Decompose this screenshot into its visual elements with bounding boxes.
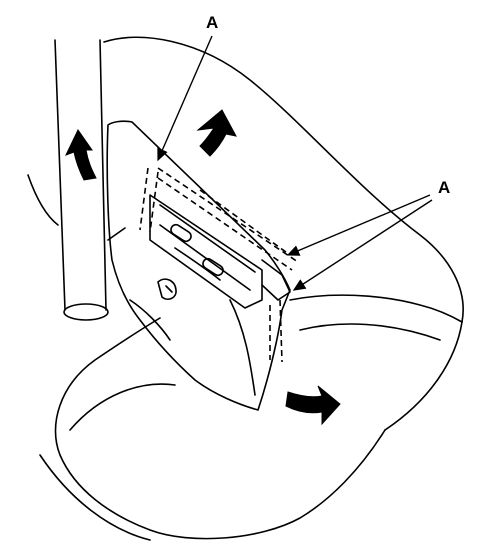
leader-right-a-1	[286, 194, 431, 256]
bracket-slot-2	[202, 257, 224, 277]
clip-outline-mid	[199, 189, 291, 256]
rotate-arrow-left-icon	[65, 129, 97, 181]
clip-outline-right	[269, 299, 283, 363]
panel-fold	[107, 227, 171, 341]
callout-label-right: A	[438, 178, 450, 197]
headrest-bracket	[159, 204, 256, 291]
pole-base	[63, 303, 109, 321]
clip-outline-top	[157, 167, 299, 271]
right-clip	[261, 259, 291, 301]
seat-back-outline	[103, 36, 464, 431]
seat-bolster-curve-2	[299, 323, 441, 341]
seat-bolster-curve	[289, 294, 463, 323]
leader-top-a	[157, 35, 213, 162]
headrest-cover-panel	[106, 120, 291, 411]
latch-detail	[157, 278, 177, 300]
bracket-slot-1	[170, 223, 192, 243]
panel-lower-edge	[229, 299, 256, 396]
headrest-inner-frame	[149, 194, 263, 309]
callout-label-top: A	[206, 13, 218, 32]
clip-outline-left	[139, 167, 159, 233]
leader-right-a-2	[292, 199, 433, 291]
left-edge-curve	[27, 174, 59, 226]
seat-cushion-seam	[69, 383, 176, 431]
seat-cushion-outline	[54, 317, 386, 540]
rotate-arrow-top-icon	[196, 109, 237, 157]
pull-arrow-right-icon	[285, 385, 341, 426]
seat-lower-edge	[39, 454, 151, 541]
headrest-pole-right	[99, 39, 107, 311]
headrest-pole-left	[54, 39, 66, 311]
